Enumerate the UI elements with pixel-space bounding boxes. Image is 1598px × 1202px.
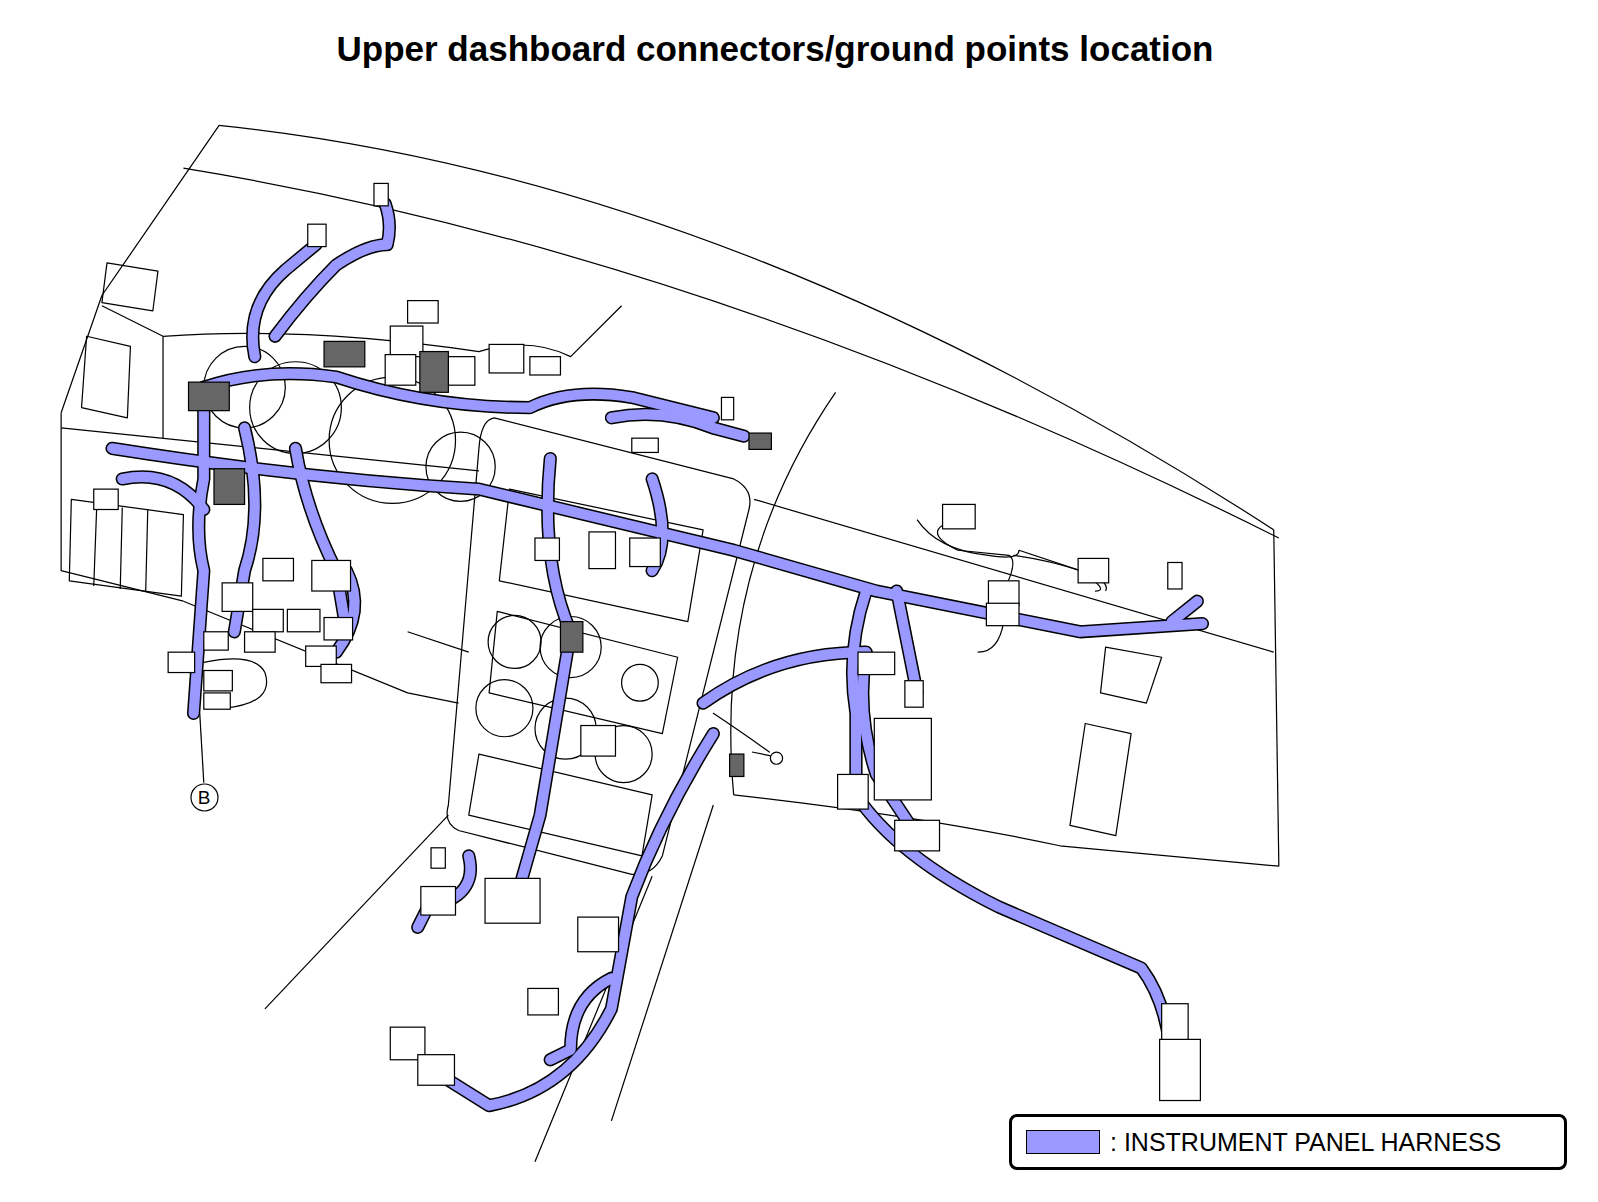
legend-box: : INSTRUMENT PANEL HARNESS <box>1009 1114 1567 1170</box>
legend-swatch <box>1026 1130 1100 1154</box>
callout-circle: B <box>190 783 219 812</box>
legend-item: : INSTRUMENT PANEL HARNESS <box>1026 1128 1501 1157</box>
callout-letter: B <box>198 788 211 807</box>
diagram-title: Upper dashboard connectors/ground points… <box>337 29 1214 69</box>
legend-text: : INSTRUMENT PANEL HARNESS <box>1110 1128 1501 1157</box>
